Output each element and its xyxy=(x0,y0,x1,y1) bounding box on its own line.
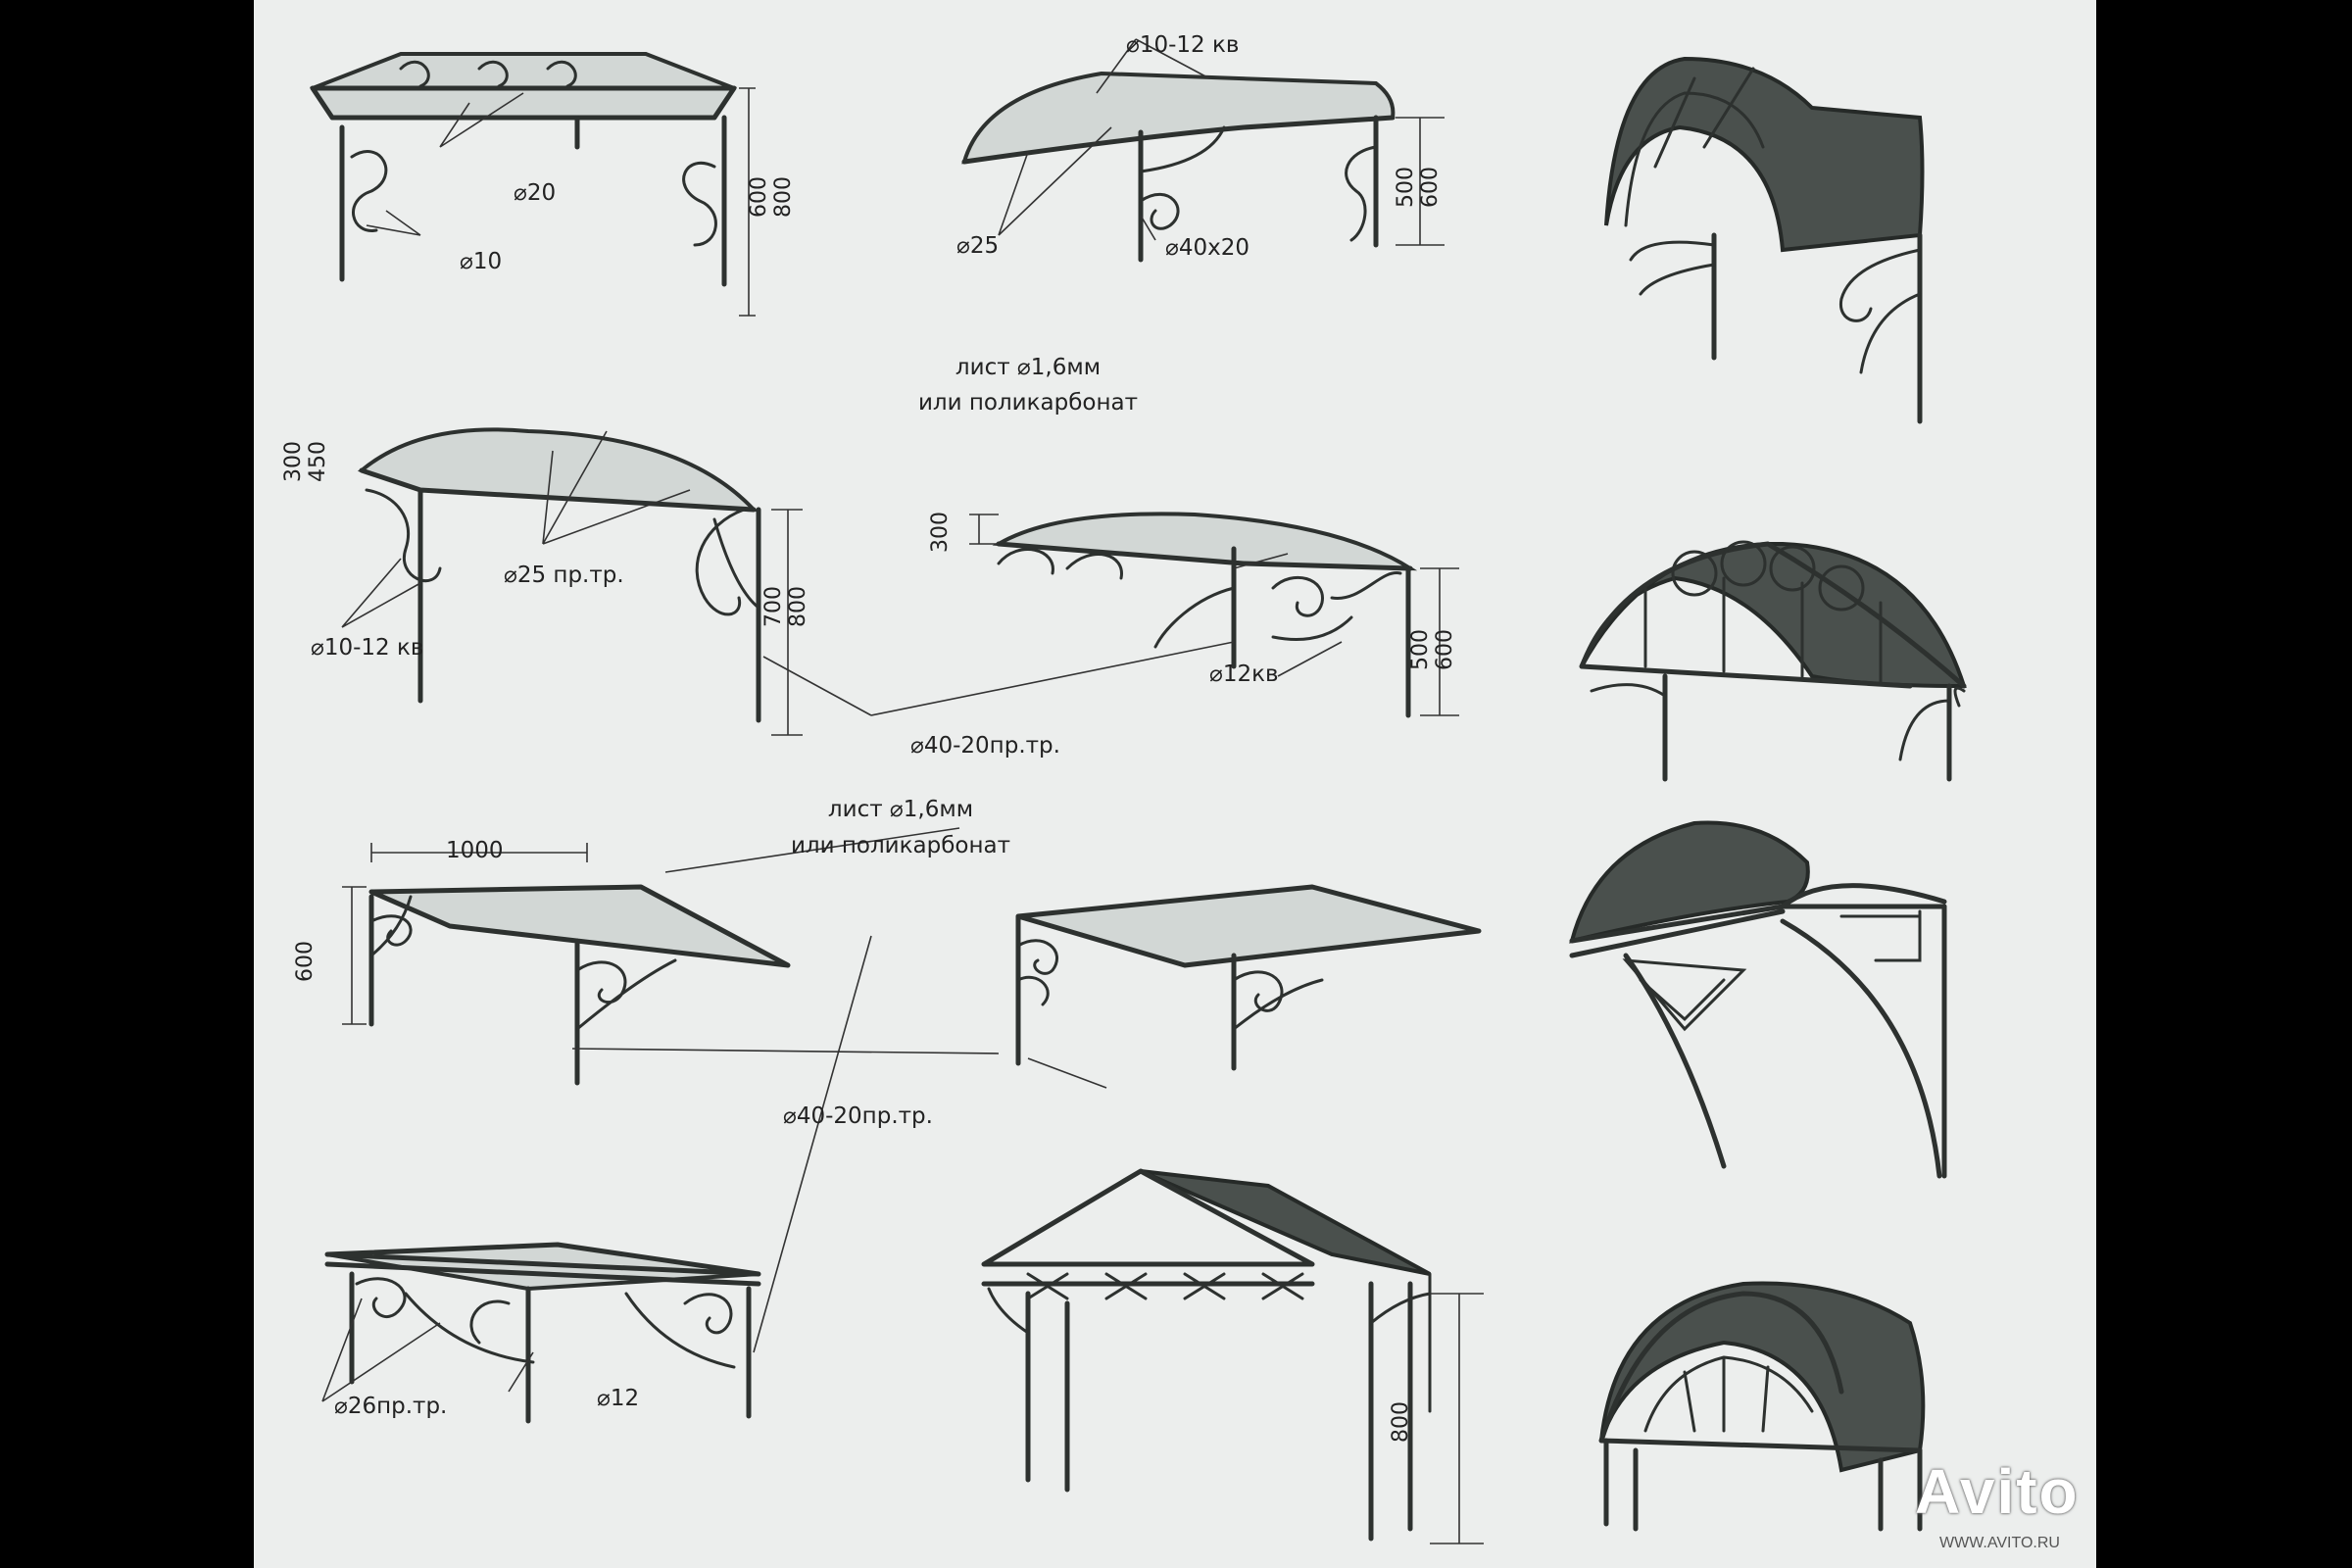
label-d10-12-kv-top: ⌀10-12 кв xyxy=(1126,32,1240,58)
label-sq10: ⌀10 xyxy=(460,249,503,274)
dimension-c4-a: 300 xyxy=(281,441,306,482)
label-d25: ⌀25 xyxy=(956,233,1000,259)
dimension-c5-c: 600 xyxy=(1433,629,1457,670)
dimension-c1-a: 600 xyxy=(747,176,771,218)
label-pipe40x20: ⌀40x20 xyxy=(1165,235,1250,261)
canopy-7-flat-left xyxy=(342,827,1000,1086)
canopy-drawings xyxy=(309,38,1967,1544)
label-d10-12-kv-left: ⌀10-12 кв xyxy=(311,635,424,661)
label-sq12-bottom: ⌀12 xyxy=(597,1386,640,1411)
canopy-10-gable xyxy=(981,1168,1484,1544)
canopy-12-arched-windows xyxy=(1598,1281,1926,1532)
dimension-c4-d: 800 xyxy=(786,586,810,627)
canopy-5-curved-ornamental xyxy=(762,512,1459,718)
canopy-2-curved xyxy=(961,38,1445,263)
canopy-4-curved xyxy=(341,427,803,736)
dimension-c5-a: 300 xyxy=(928,512,953,553)
dimension-c5-b: 500 xyxy=(1408,629,1433,670)
label-width-1000: 1000 xyxy=(446,838,504,863)
canopy-3-arched xyxy=(1604,56,1925,424)
canopy-1-flat-ornamental xyxy=(309,52,756,317)
dimension-c10-a: 800 xyxy=(1389,1401,1413,1443)
label-d20: ⌀20 xyxy=(514,180,557,206)
canopy-6-arched-circles xyxy=(1579,540,1967,782)
canopy-9-arched-greek-key xyxy=(1569,820,1947,1179)
dimension-c7-a: 600 xyxy=(293,941,318,982)
label-sheet-material-2-line1: лист ⌀1,6мм xyxy=(827,797,974,822)
canopy-8-flat-right xyxy=(1015,884,1482,1089)
label-pipe40-20-pr-tr-mid: ⌀40-20пр.тр. xyxy=(910,733,1060,759)
watermark-brand: Avito xyxy=(1915,1456,2080,1527)
diagram-sheet: ⌀10-12 кв ⌀20 ⌀10 ⌀25 ⌀40x20 лист ⌀1,6мм… xyxy=(254,0,2096,1568)
canopy-11-flat-scroll xyxy=(321,935,872,1424)
dimension-c2-a: 500 xyxy=(1394,167,1418,208)
label-sheet-material-1-line2: или поликарбонат xyxy=(917,390,1139,416)
label-sq12-mid: ⌀12кв xyxy=(1209,662,1279,687)
dimension-c2-b: 600 xyxy=(1418,167,1443,208)
label-pipe40-20-pr-tr-low: ⌀40-20пр.тр. xyxy=(783,1103,933,1129)
label-d26-pr-tr: ⌀26пр.тр. xyxy=(334,1394,448,1419)
dimension-c4-c: 700 xyxy=(761,586,786,627)
dimension-c4-b: 450 xyxy=(306,441,330,482)
label-sheet-material-1-line1: лист ⌀1,6мм xyxy=(955,355,1102,380)
label-sheet-material-2-line2: или поликарбонат xyxy=(790,833,1011,858)
watermark-sub: WWW.AVITO.RU xyxy=(1939,1535,2060,1551)
dimension-c1-b: 800 xyxy=(771,176,796,218)
label-d25-pr-tr: ⌀25 пр.тр. xyxy=(504,563,624,588)
